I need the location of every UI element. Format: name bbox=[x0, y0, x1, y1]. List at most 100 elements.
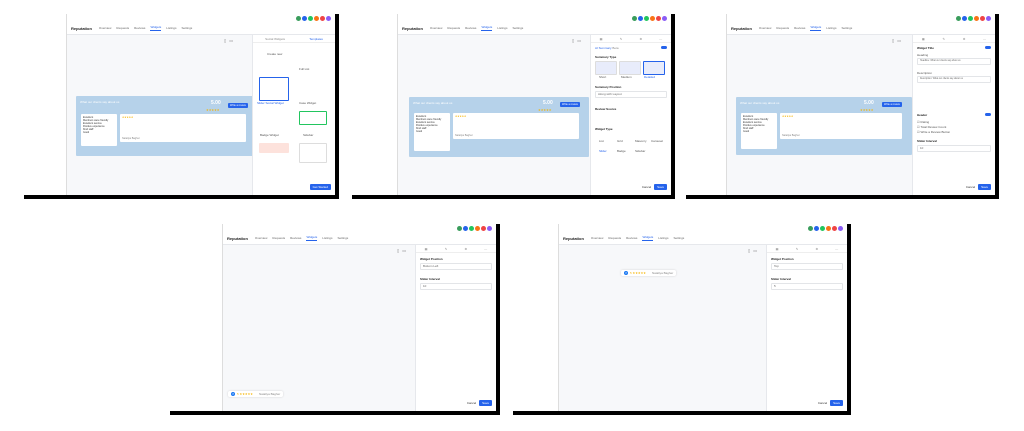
panel-tab-icon[interactable]: ⚙ bbox=[962, 36, 966, 41]
summary-type-option[interactable] bbox=[619, 61, 641, 75]
save-button[interactable]: Save bbox=[654, 184, 667, 190]
template-thumb-selected[interactable] bbox=[259, 77, 289, 101]
nav-tab-requests[interactable]: Requests bbox=[776, 26, 790, 30]
header-toggle[interactable] bbox=[985, 113, 991, 116]
user-icon[interactable] bbox=[457, 226, 462, 231]
user-icon[interactable] bbox=[469, 226, 474, 231]
tablet-icon[interactable]: ▯ bbox=[224, 38, 227, 43]
nav-tab-overview[interactable]: Overview bbox=[98, 26, 112, 30]
nav-tab-overview[interactable]: Overview bbox=[590, 236, 604, 240]
save-button[interactable]: Save bbox=[830, 400, 843, 406]
template-thumb[interactable] bbox=[299, 111, 327, 125]
nav-tab-widgets[interactable]: Widgets bbox=[481, 25, 493, 31]
desktop-icon[interactable]: ▭ bbox=[229, 38, 233, 43]
panel-tab-icon[interactable]: ▦ bbox=[775, 246, 779, 251]
user-icon[interactable] bbox=[638, 16, 643, 21]
desktop-icon[interactable]: ▭ bbox=[753, 248, 757, 253]
user-icon[interactable] bbox=[820, 226, 825, 231]
user-icon[interactable] bbox=[962, 16, 967, 21]
panel-tab-icon[interactable]: ✎ bbox=[795, 246, 799, 251]
nav-tab-overview[interactable]: Overview bbox=[254, 236, 268, 240]
user-icon[interactable] bbox=[481, 226, 486, 231]
summary-type-option-selected[interactable] bbox=[643, 61, 665, 75]
user-icon[interactable] bbox=[463, 226, 468, 231]
widget-type-option[interactable]: Badge bbox=[617, 149, 626, 153]
summary-type-option[interactable] bbox=[595, 61, 617, 75]
nav-tab-reviews[interactable]: Reviews bbox=[626, 236, 638, 240]
panel-tab-icon[interactable]: ⋯ bbox=[983, 36, 987, 41]
panel-tab-icon[interactable]: ⋯ bbox=[484, 246, 488, 251]
description-input[interactable]: Description: What our clients say about … bbox=[917, 76, 991, 83]
heading-input[interactable]: Headline: What our clients say about us bbox=[917, 58, 991, 65]
panel-tab-icon[interactable]: ✎ bbox=[942, 36, 945, 41]
nav-tab-listings[interactable]: Listings bbox=[322, 236, 333, 240]
create-new-button[interactable]: Create new bbox=[267, 52, 283, 56]
widget-title-toggle[interactable] bbox=[985, 46, 991, 49]
user-icon[interactable] bbox=[968, 16, 973, 21]
nav-tab-reviews[interactable]: Reviews bbox=[290, 236, 302, 240]
write-review-button[interactable]: Write a review bbox=[228, 103, 248, 108]
nav-tab-reviews[interactable]: Reviews bbox=[794, 26, 806, 30]
widget-position-select[interactable]: Bottom Left bbox=[420, 263, 492, 270]
nav-tab-reviews[interactable]: Reviews bbox=[134, 26, 146, 30]
nav-tab-settings[interactable]: Settings bbox=[841, 26, 853, 30]
template-thumb[interactable] bbox=[259, 143, 289, 153]
save-button[interactable]: Save bbox=[978, 184, 991, 190]
user-icon[interactable] bbox=[838, 226, 843, 231]
user-icon[interactable] bbox=[302, 16, 307, 21]
panel-tab-icon[interactable]: ⋯ bbox=[835, 246, 839, 251]
user-icon[interactable] bbox=[296, 16, 301, 21]
nav-tab-requests[interactable]: Requests bbox=[447, 26, 461, 30]
tab-social-widgets[interactable]: Social Widgets bbox=[265, 36, 285, 41]
panel-tab-icon[interactable]: ▦ bbox=[424, 246, 428, 251]
user-icon[interactable] bbox=[656, 16, 661, 21]
nav-tab-widgets[interactable]: Widgets bbox=[306, 235, 318, 241]
panel-tab-icon[interactable]: ▦ bbox=[921, 36, 925, 41]
user-icon[interactable] bbox=[487, 226, 492, 231]
nav-tab-requests[interactable]: Requests bbox=[608, 236, 622, 240]
tablet-icon[interactable]: ▯ bbox=[892, 38, 895, 43]
user-icon[interactable] bbox=[956, 16, 961, 21]
panel-tab-icon[interactable]: ⚙ bbox=[464, 246, 468, 251]
tablet-icon[interactable]: ▯ bbox=[397, 248, 400, 253]
user-icon[interactable] bbox=[826, 226, 831, 231]
user-icon[interactable] bbox=[662, 16, 667, 21]
panel-tab-icon[interactable]: ⋯ bbox=[659, 36, 663, 41]
nav-tab-widgets[interactable]: Widgets bbox=[810, 25, 822, 31]
desktop-icon[interactable]: ▭ bbox=[402, 248, 406, 253]
user-icon[interactable] bbox=[632, 16, 637, 21]
template-thumb[interactable] bbox=[299, 143, 327, 163]
user-icon[interactable] bbox=[314, 16, 319, 21]
save-button[interactable]: Save bbox=[479, 400, 492, 406]
get-started-button[interactable]: Get Started bbox=[309, 184, 331, 190]
nav-tab-settings[interactable]: Settings bbox=[337, 236, 349, 240]
user-icon[interactable] bbox=[308, 16, 313, 21]
header-option[interactable]: ☑ Rating bbox=[917, 120, 930, 124]
widget-type-option[interactable]: Masonry bbox=[635, 139, 647, 143]
slider-interval-select[interactable]: 5 bbox=[771, 283, 843, 290]
widget-type-option[interactable]: List bbox=[599, 139, 604, 143]
header-option[interactable]: ☑ Total Review Count bbox=[917, 125, 947, 129]
slider-interval-select[interactable]: 10 bbox=[917, 145, 991, 152]
widget-type-option-selected[interactable]: Slider bbox=[599, 149, 607, 153]
widget-type-option[interactable]: Sidebar bbox=[635, 149, 646, 153]
nav-tab-overview[interactable]: Overview bbox=[758, 26, 772, 30]
user-icon[interactable] bbox=[808, 226, 813, 231]
nav-tab-requests[interactable]: Requests bbox=[272, 236, 286, 240]
nav-tab-requests[interactable]: Requests bbox=[116, 26, 130, 30]
user-icon[interactable] bbox=[986, 16, 991, 21]
cancel-button[interactable]: Cancel bbox=[466, 401, 477, 405]
nav-tab-widgets[interactable]: Widgets bbox=[150, 25, 162, 31]
nav-tab-settings[interactable]: Settings bbox=[673, 236, 685, 240]
user-icon[interactable] bbox=[980, 16, 985, 21]
user-icon[interactable] bbox=[320, 16, 325, 21]
panel-tab-icon[interactable]: ▦ bbox=[599, 36, 603, 41]
cancel-button[interactable]: Cancel bbox=[817, 401, 828, 405]
user-icon[interactable] bbox=[475, 226, 480, 231]
tablet-icon[interactable]: ▯ bbox=[572, 38, 575, 43]
write-review-button[interactable]: Write a review bbox=[882, 102, 902, 107]
slider-interval-select[interactable]: 10 bbox=[420, 283, 492, 290]
widget-type-option[interactable]: Grid bbox=[617, 139, 623, 143]
nav-tab-listings[interactable]: Listings bbox=[826, 26, 837, 30]
panel-tab-icon[interactable]: ⚙ bbox=[815, 246, 819, 251]
